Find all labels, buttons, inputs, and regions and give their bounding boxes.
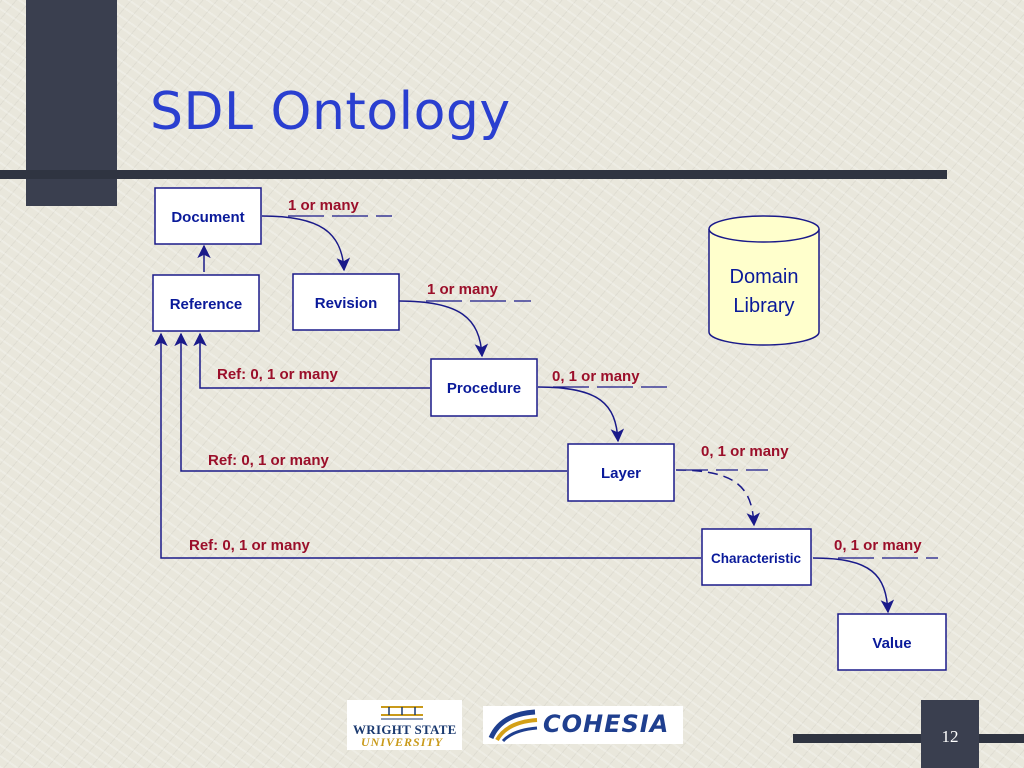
edge-revision-procedure xyxy=(398,300,489,358)
cohesia-logo: COHESIA xyxy=(483,706,683,744)
wsu-university: UNIVERSITY xyxy=(361,735,444,749)
svg-text:Revision: Revision xyxy=(315,295,378,312)
node-value: Value xyxy=(837,613,947,671)
wsu-name: WRIGHT STATE xyxy=(353,722,457,737)
wright-flyer-icon xyxy=(381,706,423,720)
database-domain-library: Domain Library xyxy=(708,215,820,346)
page-number-box: 12 xyxy=(921,700,979,768)
node-procedure: Procedure xyxy=(430,358,538,417)
svg-text:Reference: Reference xyxy=(170,296,243,313)
node-layer: Layer xyxy=(567,443,675,502)
database-label-line1: Domain xyxy=(730,266,799,288)
label-ref-procedure: Ref: 0, 1 or many xyxy=(217,366,339,383)
label-document-revision: 1 or many xyxy=(288,197,360,214)
edge-ref-characteristic xyxy=(154,332,701,559)
svg-text:Procedure: Procedure xyxy=(447,380,521,397)
title-rule xyxy=(0,170,947,179)
svg-text:Layer: Layer xyxy=(601,465,641,482)
node-reference: Reference xyxy=(152,274,260,332)
svg-text:Characteristic: Characteristic xyxy=(711,551,802,566)
wright-state-logo: WRIGHT STATE UNIVERSITY xyxy=(347,700,462,750)
svg-text:Value: Value xyxy=(872,635,911,652)
database-label-line2: Library xyxy=(733,295,794,317)
page-number: 12 xyxy=(941,727,959,746)
edge-characteristic-value xyxy=(812,557,895,614)
label-revision-procedure: 1 or many xyxy=(427,281,499,298)
edge-document-revision xyxy=(261,215,351,272)
node-characteristic: Characteristic xyxy=(701,528,812,586)
edge-ref-procedure xyxy=(193,332,430,389)
cohesia-swoosh-icon xyxy=(488,709,538,742)
label-procedure-layer: 0, 1 or many xyxy=(552,368,640,385)
label-layer-characteristic: 0, 1 or many xyxy=(701,443,789,460)
node-document: Document xyxy=(154,187,262,245)
label-characteristic-value: 0, 1 or many xyxy=(834,537,922,554)
footer-rule xyxy=(793,734,1024,743)
svg-text:Document: Document xyxy=(171,209,244,226)
label-ref-layer: Ref: 0, 1 or many xyxy=(208,452,330,469)
cohesia-wordmark: COHESIA xyxy=(543,710,670,738)
edge-ref-layer xyxy=(174,332,567,472)
label-ref-characteristic: Ref: 0, 1 or many xyxy=(189,537,311,554)
slide-title: SDL Ontology xyxy=(150,82,511,142)
edge-procedure-layer xyxy=(537,386,625,443)
node-revision: Revision xyxy=(292,273,400,331)
edge-layer-characteristic xyxy=(675,469,761,527)
